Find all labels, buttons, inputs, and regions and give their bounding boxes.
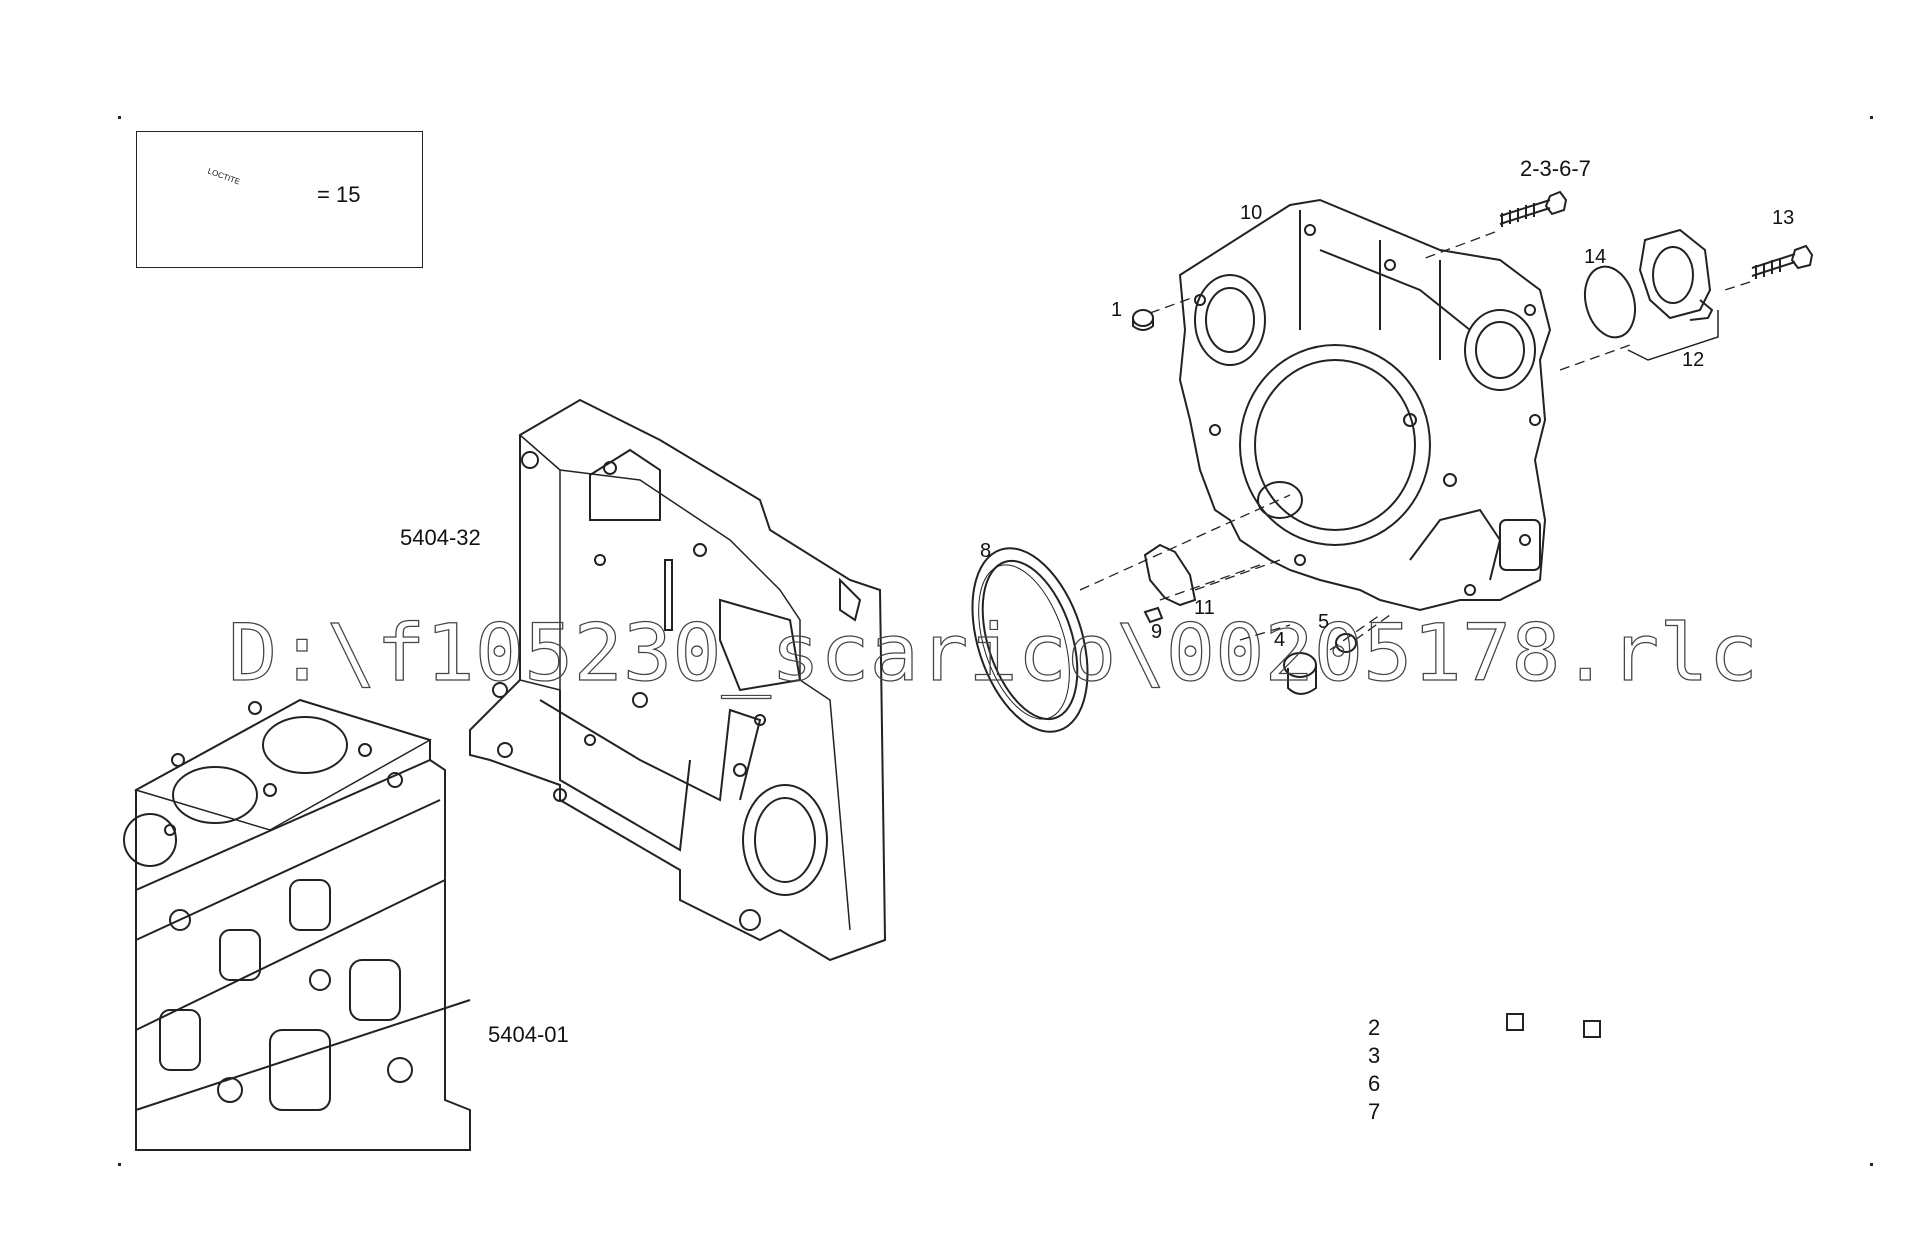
part-11-gasket <box>1143 543 1197 607</box>
part-14-o-ring <box>1584 265 1636 339</box>
callout-2-3-6-7: 2-3-6-7 <box>1520 156 1591 181</box>
legend-equals-label: = 15 <box>317 182 361 207</box>
callout-8: 8 <box>980 540 992 562</box>
variant-checkbox-icon <box>1506 1013 1524 1031</box>
part-2367-screw <box>1499 190 1568 227</box>
callout-11: 11 <box>1194 597 1215 619</box>
part-12-cover <box>1638 228 1714 321</box>
bracket-12 <box>1627 310 1719 361</box>
callout-4: 4 <box>1274 629 1286 651</box>
timing-case-plate <box>469 398 887 962</box>
leader-lines <box>1079 231 1751 651</box>
engine-block-ref-label: 5404-01 <box>488 1022 569 1047</box>
timing-case-ref-label: 5404-32 <box>400 525 481 550</box>
callout-5: 5 <box>1318 611 1330 633</box>
callout-12: 12 <box>1682 349 1705 371</box>
part-1-nut <box>1132 309 1154 331</box>
watermark-path: D:\f105230_scarico\00205178.rlc <box>228 609 1758 699</box>
corner-mark <box>1870 1163 1873 1166</box>
part-8-seal-ring <box>971 547 1089 733</box>
legend-tube-text: LOCTITE <box>206 166 242 187</box>
legend-box: = 15 LOCTITE <box>136 131 423 268</box>
variant-row: 3 <box>1368 1043 1381 1068</box>
part-4-plug <box>1283 652 1317 695</box>
callout-14: 14 <box>1584 246 1607 268</box>
part-13-screw <box>1751 244 1814 279</box>
variant-table: 2 3 6 7 <box>1368 1014 1380 1126</box>
part-9-fitting <box>1143 606 1164 624</box>
corner-mark <box>118 116 121 119</box>
flywheel-housing <box>1178 198 1552 612</box>
engine-block <box>123 698 471 1151</box>
callout-10: 10 <box>1240 202 1263 224</box>
callout-13: 13 <box>1772 207 1795 229</box>
variant-checkbox-icon <box>1583 1020 1601 1038</box>
callout-9: 9 <box>1151 621 1163 643</box>
callout-1: 1 <box>1111 299 1123 321</box>
corner-mark <box>1870 116 1873 119</box>
part-5-washer <box>1335 633 1357 653</box>
variant-row: 7 <box>1368 1099 1381 1124</box>
variant-row: 6 <box>1368 1071 1381 1096</box>
corner-mark <box>118 1163 121 1166</box>
variant-row: 2 <box>1368 1015 1381 1040</box>
